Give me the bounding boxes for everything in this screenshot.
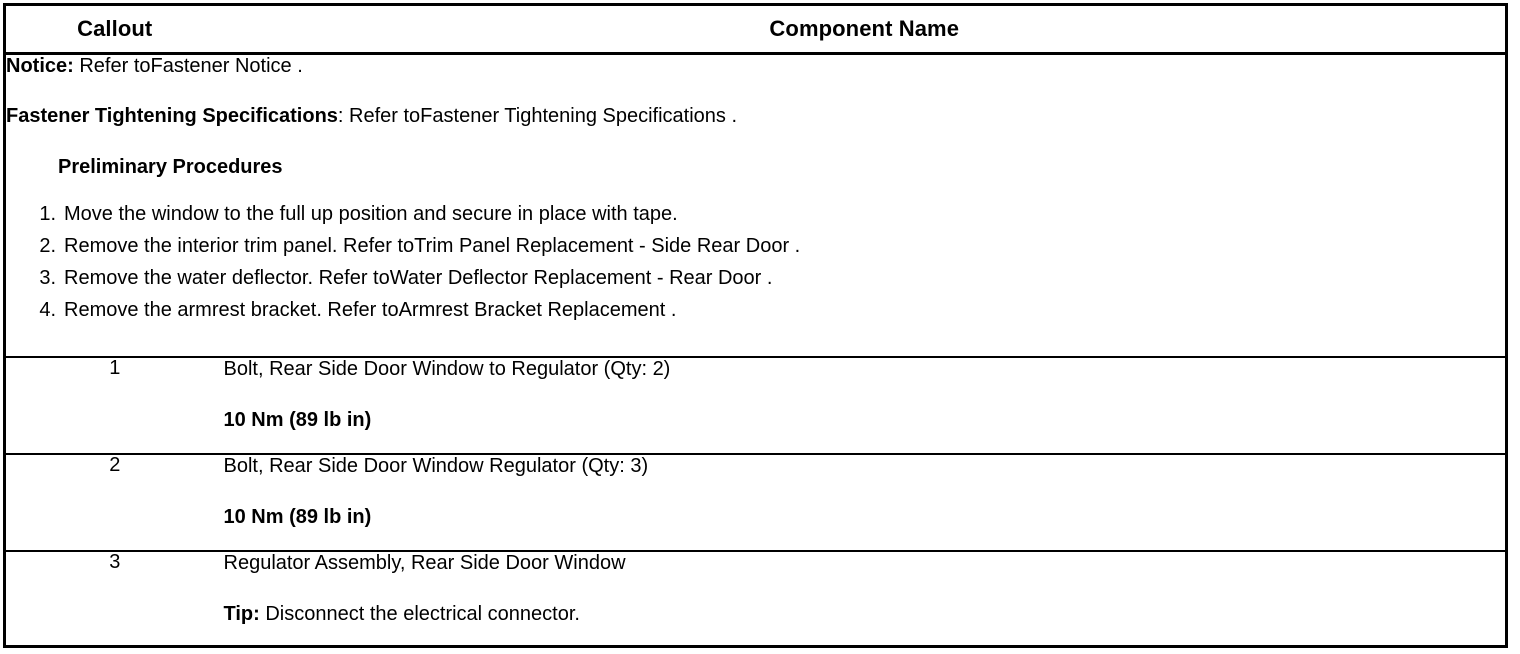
tip-body: Disconnect the electrical connector. <box>259 602 580 625</box>
component-description-cell: Bolt, Rear Side Door Window Regulator (Q… <box>223 452 1507 551</box>
fastener-spec-label: Fastener Tightening Specifications <box>6 105 338 127</box>
table-row: 3 Regulator Assembly, Rear Side Door Win… <box>4 549 1507 647</box>
callout-number-cell: 2 <box>4 452 224 551</box>
callout-number-cell: 3 <box>4 549 224 647</box>
list-item: Remove the interior trim panel. Refer to… <box>28 235 801 257</box>
component-description-cell: Bolt, Rear Side Door Window to Regulator… <box>223 355 1507 454</box>
list-item: Remove the armrest bracket. Refer toArmr… <box>28 299 677 321</box>
component-description-cell: Regulator Assembly, Rear Side Door Windo… <box>223 549 1507 647</box>
callout-number-cell: 1 <box>4 355 224 454</box>
list-item: Remove the water deflector. Refer toWate… <box>28 267 773 289</box>
notes-row: Notice: Refer toFastener Notice . Fasten… <box>4 53 1507 357</box>
tip-text: Tip: Disconnect the electrical connector… <box>224 603 1506 626</box>
header-label-callout: Callout <box>77 16 153 41</box>
notice-text: Refer toFastener Notice . <box>73 55 303 77</box>
preliminary-procedures-heading: Preliminary Procedures <box>58 156 283 178</box>
notice-label: Notice: <box>6 55 74 77</box>
header-label-component-name: Component Name <box>769 16 960 41</box>
notes-cell: Notice: Refer toFastener Notice . Fasten… <box>4 53 1507 357</box>
callout-table: Callout Component Name Notice: Refer toF… <box>3 3 1508 648</box>
component-description-text: Regulator Assembly, Rear Side Door Windo… <box>223 551 626 574</box>
preliminary-procedures-list: Move the window to the full up position … <box>6 203 1505 321</box>
table-header-row: Callout Component Name <box>4 4 1507 55</box>
tip-label: Tip: <box>223 602 260 625</box>
component-description-text: Bolt, Rear Side Door Window Regulator (Q… <box>223 454 649 477</box>
table-row: 2 Bolt, Rear Side Door Window Regulator … <box>4 452 1507 551</box>
header-cell-component-name: Component Name <box>223 4 1507 55</box>
torque-spec-text: 10 Nm (89 lb in) <box>223 408 372 431</box>
torque-spec-text: 10 Nm (89 lb in) <box>223 505 372 528</box>
table-row: 1 Bolt, Rear Side Door Window to Regulat… <box>4 355 1507 454</box>
header-cell-callout: Callout <box>4 4 224 55</box>
fastener-spec-text: : Refer toFastener Tightening Specificat… <box>337 105 738 127</box>
component-description-text: Bolt, Rear Side Door Window to Regulator… <box>223 357 671 380</box>
list-item: Move the window to the full up position … <box>28 203 678 225</box>
notice-line: Notice: Refer toFastener Notice . <box>6 55 1505 78</box>
fastener-spec-line: Fastener Tightening Specifications: Refe… <box>6 105 1505 128</box>
